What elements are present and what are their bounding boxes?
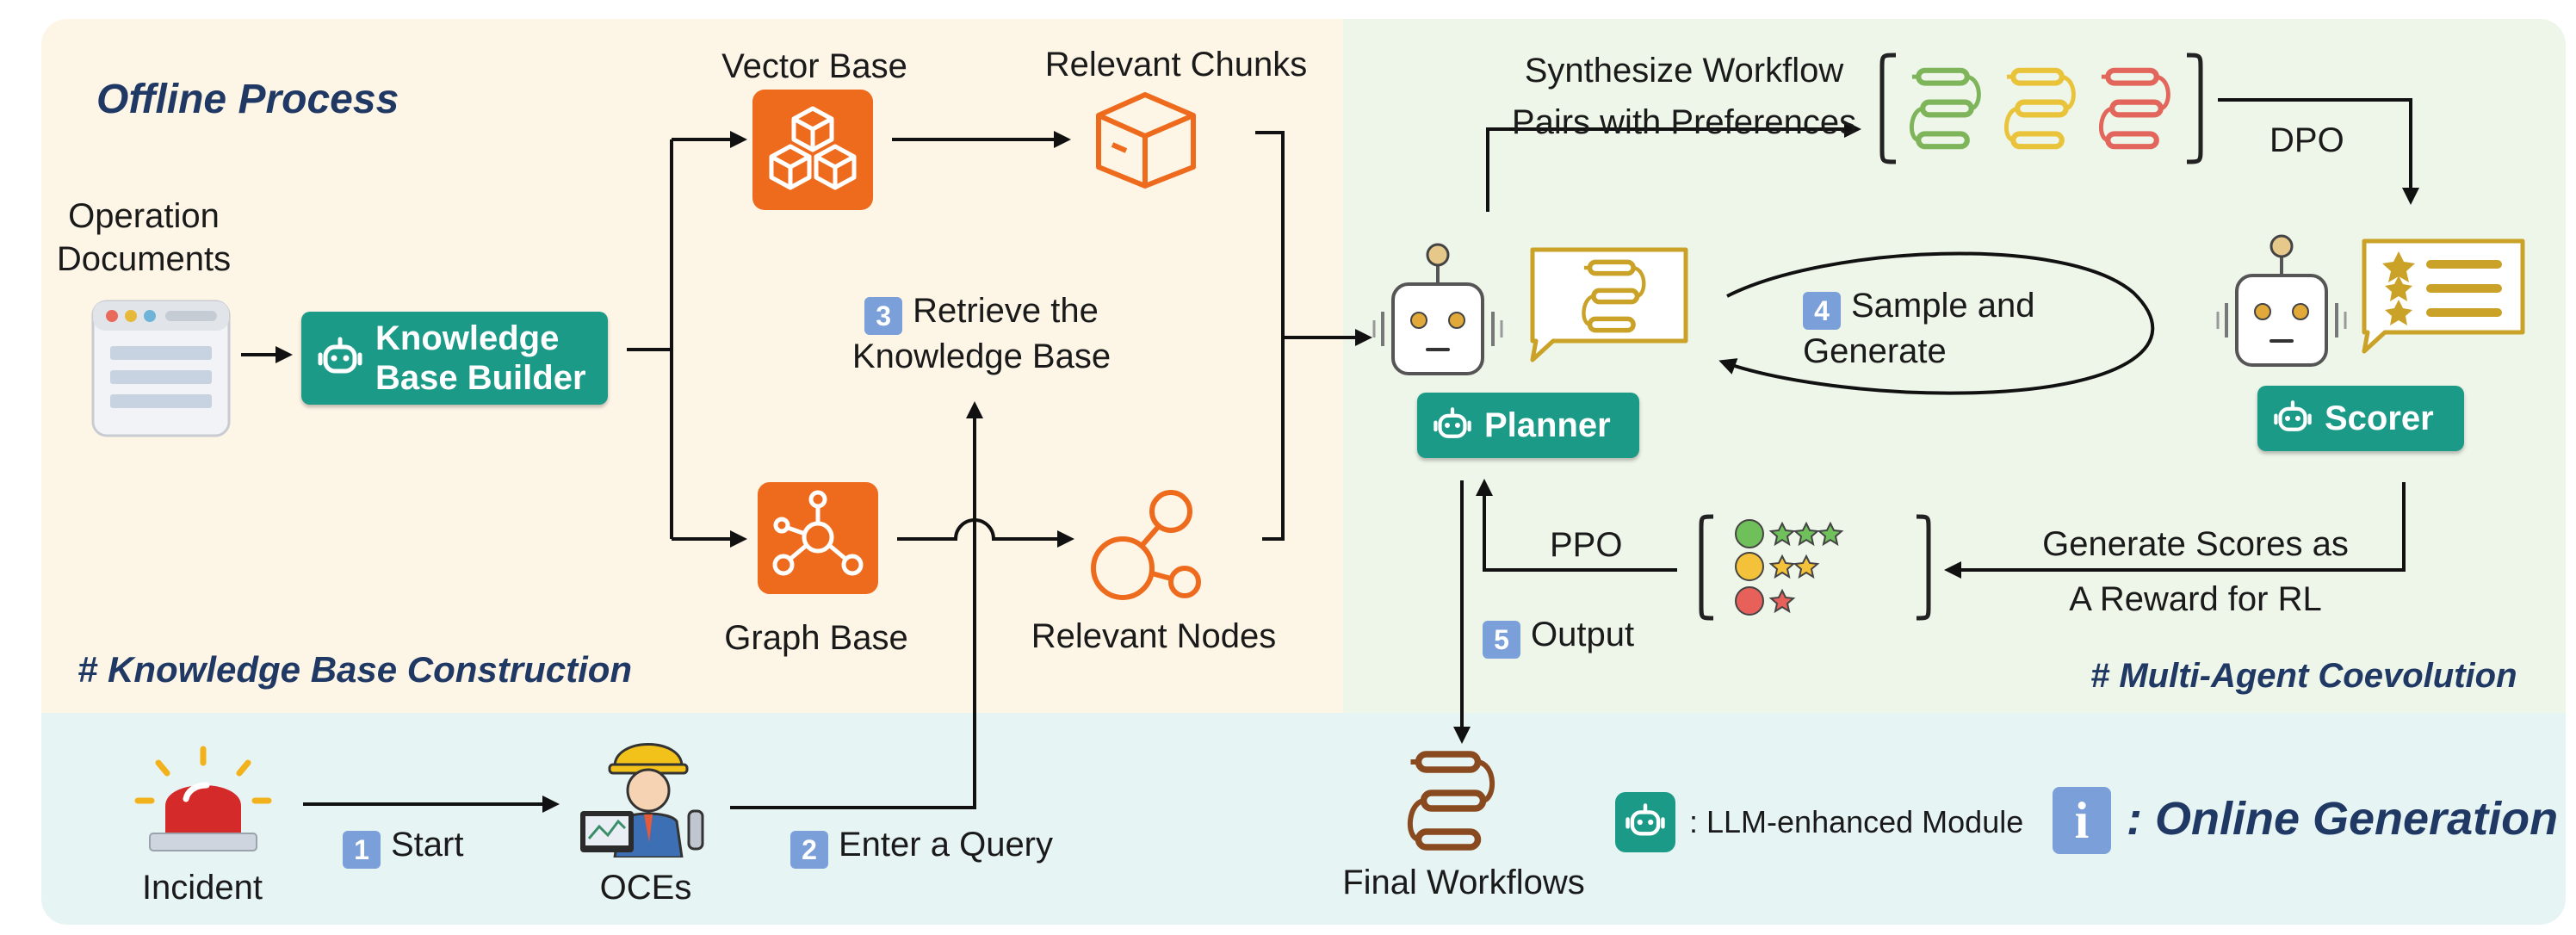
workflow-chat-icon	[1530, 247, 1688, 362]
step-1-text: Start	[391, 826, 464, 864]
engineer-icon	[580, 743, 704, 858]
step-5-badge: 5	[1483, 621, 1520, 659]
dpo-label: DPO	[2269, 121, 2344, 159]
nodes-icon	[1091, 490, 1201, 600]
scorer-module: Scorer	[2257, 386, 2464, 451]
planner-module: Planner	[1417, 393, 1639, 458]
operation-document-icon	[91, 300, 231, 437]
robot-face-icon	[1625, 802, 1666, 843]
info-icon: i	[2053, 787, 2111, 854]
step-3-badge: 3	[864, 297, 903, 335]
robot-face-icon	[2273, 399, 2313, 438]
operation-documents-label: Operation Documents	[56, 197, 232, 278]
planner-label: Planner	[1484, 406, 1611, 444]
scorer-robot-icon	[2213, 232, 2350, 379]
step-4-badge: 4	[1803, 292, 1841, 330]
graph-network-icon	[758, 482, 878, 594]
ppo-label: PPO	[1550, 526, 1623, 564]
step-2-badge: 2	[790, 831, 828, 869]
vector-cubes-icon	[752, 90, 873, 210]
step-1-badge: 1	[343, 831, 381, 869]
box-icon	[1096, 92, 1196, 189]
relevant-nodes-label: Relevant Nodes	[1031, 617, 1277, 655]
scorer-label: Scorer	[2325, 399, 2434, 437]
alarm-siren-icon	[134, 746, 272, 851]
step-3-text: Retrieve the Knowledge Base	[851, 292, 1112, 375]
oces-label: OCEs	[599, 869, 692, 907]
step-1-start: 1 Start	[343, 823, 463, 869]
rating-stars-icon	[1699, 514, 1931, 621]
incident-label: Incident	[141, 869, 263, 907]
coevolution-title: # Multi-Agent Coevolution	[2090, 657, 2517, 695]
online-region	[41, 713, 2566, 925]
step-5-output: 5 Output	[1483, 613, 1634, 659]
vector-base-label: Vector Base	[721, 47, 907, 85]
kb-construction-title: # Knowledge Base Construction	[77, 649, 633, 690]
score-list-icon	[2362, 238, 2525, 354]
step-2-text: Enter a Query	[839, 826, 1054, 864]
kb-builder-module: Knowledge Base Builder	[301, 312, 608, 405]
kb-builder-label: Knowledge Base Builder	[375, 319, 586, 397]
step-5-text: Output	[1531, 616, 1635, 653]
robot-face-icon	[317, 335, 363, 381]
llm-module-legend-label: : LLM-enhanced Module	[1689, 804, 2024, 839]
step-4-text: Sample and Generate	[1803, 287, 2035, 370]
workflow-pair-icon	[1879, 53, 2203, 164]
step-2-query: 2 Enter a Query	[790, 823, 1053, 869]
offline-process-title: Offline Process	[96, 77, 399, 122]
robot-face-icon	[1433, 406, 1472, 445]
relevant-chunks-label: Relevant Chunks	[1044, 46, 1308, 84]
planner-robot-icon	[1369, 241, 1507, 387]
final-workflow-icon	[1395, 749, 1507, 852]
graph-base-label: Graph Base	[724, 619, 908, 657]
synthesize-label: Synthesize Workflow Pairs with Preferenc…	[1511, 52, 1857, 141]
final-workflows-label: Final Workflows	[1342, 864, 1585, 901]
online-generation-label: : Online Generation	[2127, 793, 2559, 845]
generate-scores-label: Generate Scores as A Reward for RL	[2042, 525, 2349, 618]
llm-module-legend-icon	[1615, 792, 1675, 852]
